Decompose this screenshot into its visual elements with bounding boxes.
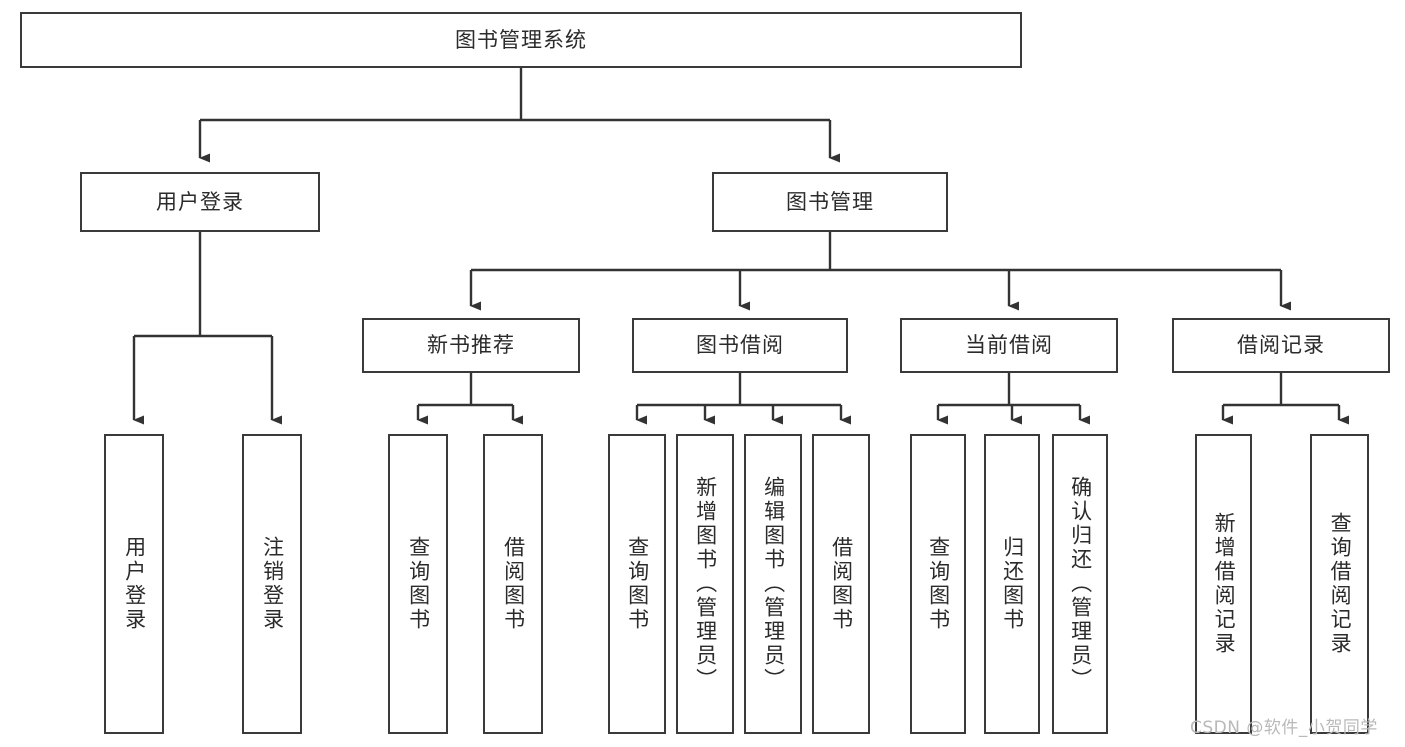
node-borrow-record-label: 借阅记录 xyxy=(1237,333,1325,358)
node-leaf-add-book-label: 新增图书（管理员） xyxy=(693,476,718,692)
node-leaf-query-book-2[interactable]: 查询图书 xyxy=(608,434,666,734)
node-new-book-recommend-label: 新书推荐 xyxy=(427,333,515,358)
node-leaf-borrow-book-2[interactable]: 借阅图书 xyxy=(812,434,870,734)
node-leaf-edit-book-label: 编辑图书（管理员） xyxy=(761,476,786,692)
node-leaf-return-book[interactable]: 归还图书 xyxy=(984,434,1040,734)
node-leaf-return-book-label: 归还图书 xyxy=(1000,536,1025,632)
node-book-borrow-label: 图书借阅 xyxy=(696,333,784,358)
node-user-login-label: 用户登录 xyxy=(156,189,244,214)
node-current-borrow-label: 当前借阅 xyxy=(965,333,1053,358)
node-leaf-query-record-label: 查询借阅记录 xyxy=(1328,512,1353,656)
node-leaf-query-record[interactable]: 查询借阅记录 xyxy=(1310,434,1369,734)
node-leaf-query-book-2-label: 查询图书 xyxy=(625,536,650,632)
node-book-manage-label: 图书管理 xyxy=(786,189,874,214)
node-leaf-query-book-3-label: 查询图书 xyxy=(926,536,951,632)
node-leaf-logout[interactable]: 注销登录 xyxy=(242,434,302,734)
node-leaf-borrow-book-2-label: 借阅图书 xyxy=(829,536,854,632)
node-leaf-query-book-3[interactable]: 查询图书 xyxy=(910,434,966,734)
node-leaf-confirm-return[interactable]: 确认归还（管理员） xyxy=(1052,434,1108,734)
node-leaf-borrow-book-1-label: 借阅图书 xyxy=(501,536,526,632)
node-leaf-add-record-label: 新增借阅记录 xyxy=(1212,512,1237,656)
node-current-borrow[interactable]: 当前借阅 xyxy=(900,318,1118,373)
node-user-login[interactable]: 用户登录 xyxy=(80,172,320,232)
node-new-book-recommend[interactable]: 新书推荐 xyxy=(362,318,580,373)
node-leaf-confirm-return-label: 确认归还（管理员） xyxy=(1068,476,1093,692)
node-borrow-record[interactable]: 借阅记录 xyxy=(1172,318,1390,373)
node-root-label: 图书管理系统 xyxy=(455,27,587,52)
node-leaf-edit-book[interactable]: 编辑图书（管理员） xyxy=(744,434,802,734)
node-leaf-query-book-1-label: 查询图书 xyxy=(406,536,431,632)
node-leaf-query-book-1[interactable]: 查询图书 xyxy=(388,434,448,734)
node-leaf-user-login-label: 用户登录 xyxy=(122,536,147,632)
node-leaf-add-record[interactable]: 新增借阅记录 xyxy=(1195,434,1252,734)
node-root[interactable]: 图书管理系统 xyxy=(20,12,1022,68)
node-leaf-add-book[interactable]: 新增图书（管理员） xyxy=(676,434,734,734)
node-leaf-borrow-book-1[interactable]: 借阅图书 xyxy=(483,434,543,734)
node-book-borrow[interactable]: 图书借阅 xyxy=(632,318,848,373)
node-leaf-logout-label: 注销登录 xyxy=(260,536,285,632)
watermark: CSDN @软件_小贺同学 xyxy=(1190,718,1378,738)
node-leaf-user-login[interactable]: 用户登录 xyxy=(104,434,164,734)
node-book-manage[interactable]: 图书管理 xyxy=(712,172,948,232)
